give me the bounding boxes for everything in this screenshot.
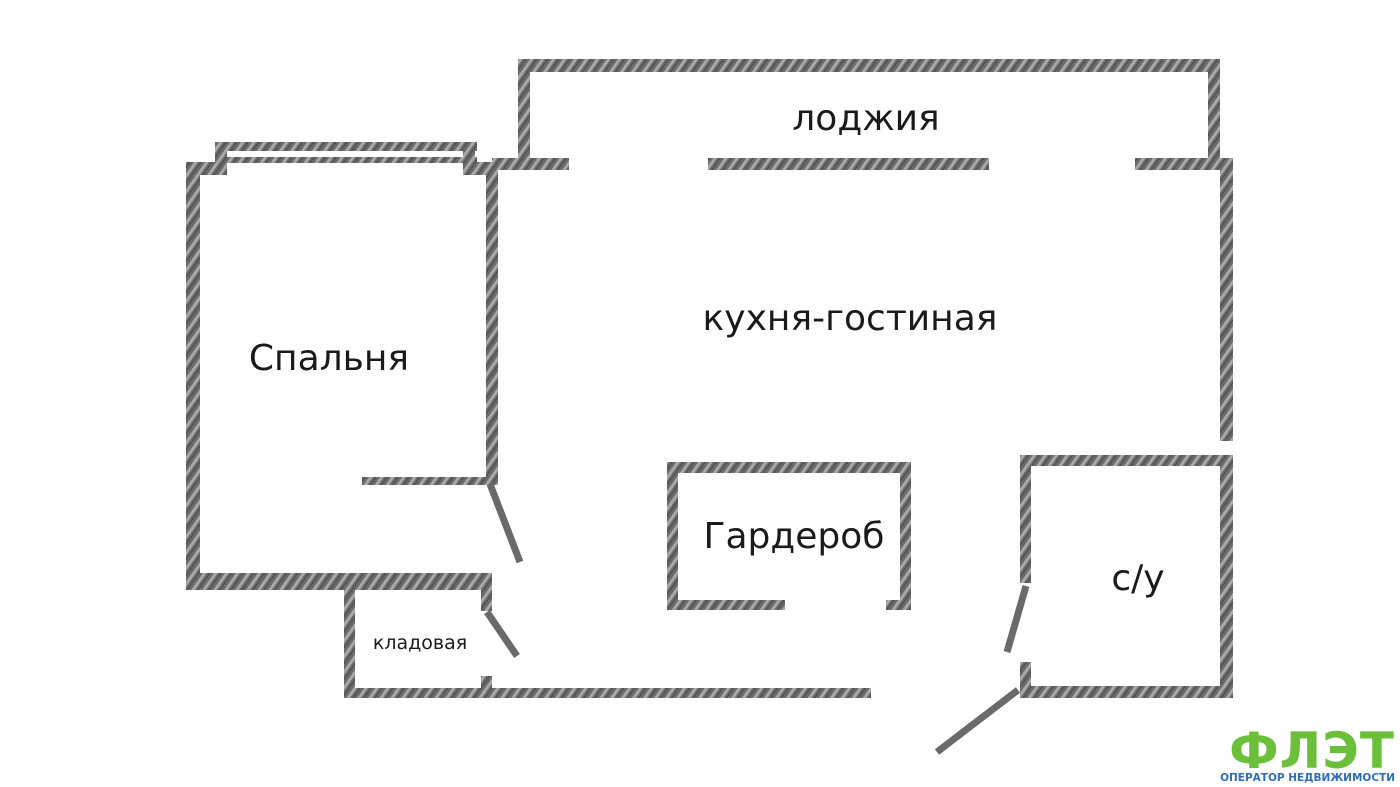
doors [484,482,1030,755]
door-bedroom [486,482,524,564]
wall-bathroom-left-top [1020,455,1031,583]
wall-partition-left [492,158,569,170]
wall-bathroom-top [1020,455,1233,466]
logo: ФЛЭТ ОПЕРАТОР НЕДВИЖИМОСТИ [1220,722,1395,784]
wall-wardrobe-bottom-right [886,600,911,610]
wall-storage-left [344,590,355,698]
wall-bedroom-left [186,162,200,590]
wall-wardrobe-right [900,462,911,610]
door-bathroom [1003,585,1030,653]
wall-wardrobe-bottom-left [667,600,785,610]
label-bedroom: Спальня [249,338,409,379]
wall-bedroom-right [486,162,498,482]
wall-right-upper [1220,158,1233,441]
wall-bathroom-bottom [1020,686,1233,698]
wall-partition-right [1135,158,1233,170]
bedroom-window-inner [215,157,477,163]
walls [186,59,1233,698]
wall-partition-middle [708,158,989,170]
wall-loggia-top [518,59,1220,72]
wall-wardrobe-left [667,462,678,610]
label-living-kitchen: кухня-гостиная [703,298,998,339]
door-storage [484,610,520,658]
wall-storage-right-bottom [481,676,492,698]
wall-bathroom-left-bottom [1020,662,1031,698]
wall-storage-right-top [481,573,492,611]
wall-loggia-left [518,59,530,165]
label-wardrobe: Гардероб [704,516,885,557]
door-entrance [934,687,1021,755]
label-loggia: лоджия [792,98,939,139]
logo-tagline: ОПЕРАТОР НЕДВИЖИМОСТИ [1220,772,1395,784]
wall-loggia-right [1208,59,1220,165]
label-bathroom: с/у [1111,558,1164,599]
bedroom-window-outer [215,142,477,151]
wall-bedroom-bottom [186,573,492,590]
label-storage: кладовая [373,632,467,654]
logo-name: ФЛЭТ [1229,722,1395,780]
wall-bedroom-door-stub [362,477,498,485]
wall-wardrobe-top [667,462,911,473]
wall-bottom [344,688,871,698]
wall-right-lower [1220,458,1233,698]
